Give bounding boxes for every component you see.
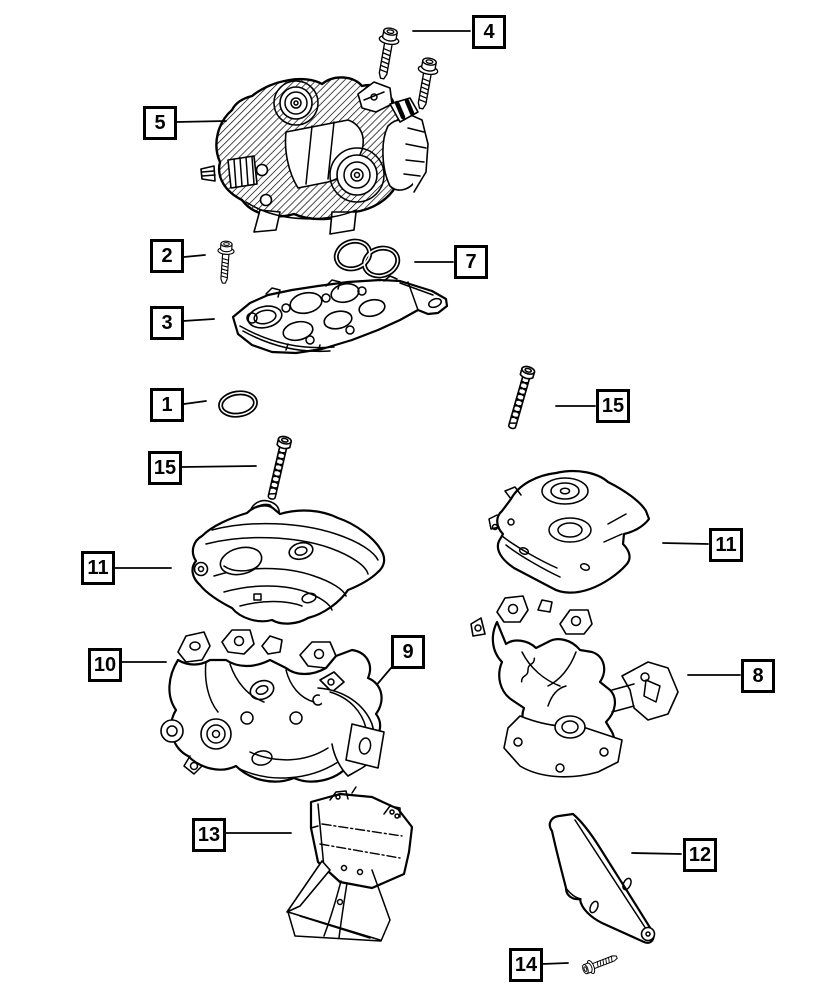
- part-stud-left: [264, 434, 293, 502]
- callout-8[interactable]: 8: [741, 659, 775, 693]
- part-lower-intake-manifold: [231, 275, 449, 355]
- leader-line-12: [631, 852, 682, 855]
- leader-line-5: [175, 120, 227, 123]
- leader-line-15-left: [181, 465, 257, 468]
- part-o-ring: [218, 390, 258, 418]
- callout-4[interactable]: 4: [472, 15, 506, 49]
- callout-10[interactable]: 10: [88, 648, 122, 682]
- callout-14[interactable]: 14: [509, 948, 543, 982]
- callout-11-right[interactable]: 11: [709, 528, 743, 562]
- callout-5[interactable]: 5: [143, 106, 177, 140]
- part-manifold-outlet-arm: [317, 671, 385, 777]
- callout-15-left[interactable]: 15: [148, 451, 182, 485]
- part-upper-intake-plenum: [200, 76, 429, 235]
- part-support-bracket: [286, 786, 414, 942]
- bolt-icon: [371, 25, 402, 81]
- callout-13[interactable]: 13: [192, 818, 226, 852]
- leader-line-1: [183, 400, 207, 405]
- part-heat-shield-right: [488, 469, 651, 594]
- callout-1[interactable]: 1: [150, 388, 184, 422]
- leader-line-2: [183, 254, 206, 258]
- callout-9[interactable]: 9: [391, 635, 425, 669]
- leader-lines: [114, 30, 741, 965]
- leader-line-14: [541, 962, 569, 965]
- callout-15-right[interactable]: 15: [596, 389, 630, 423]
- part-heat-shield-left: [191, 499, 386, 625]
- leader-line-11-right: [662, 542, 709, 545]
- part-stud-right: [504, 364, 537, 431]
- callout-2[interactable]: 2: [150, 239, 184, 273]
- callout-12[interactable]: 12: [683, 838, 717, 872]
- leader-line-3: [182, 318, 215, 322]
- callout-3[interactable]: 3: [150, 306, 184, 340]
- part-bolt-short: [215, 240, 236, 285]
- bolt-icon: [410, 55, 441, 111]
- part-shield-bolt: [580, 950, 620, 977]
- callout-11-left[interactable]: 11: [81, 551, 115, 585]
- part-figure-eight-gasket: [333, 238, 401, 279]
- part-splash-shield: [548, 812, 656, 944]
- callout-7[interactable]: 7: [454, 245, 488, 279]
- part-exhaust-manifold-rear: [470, 595, 679, 778]
